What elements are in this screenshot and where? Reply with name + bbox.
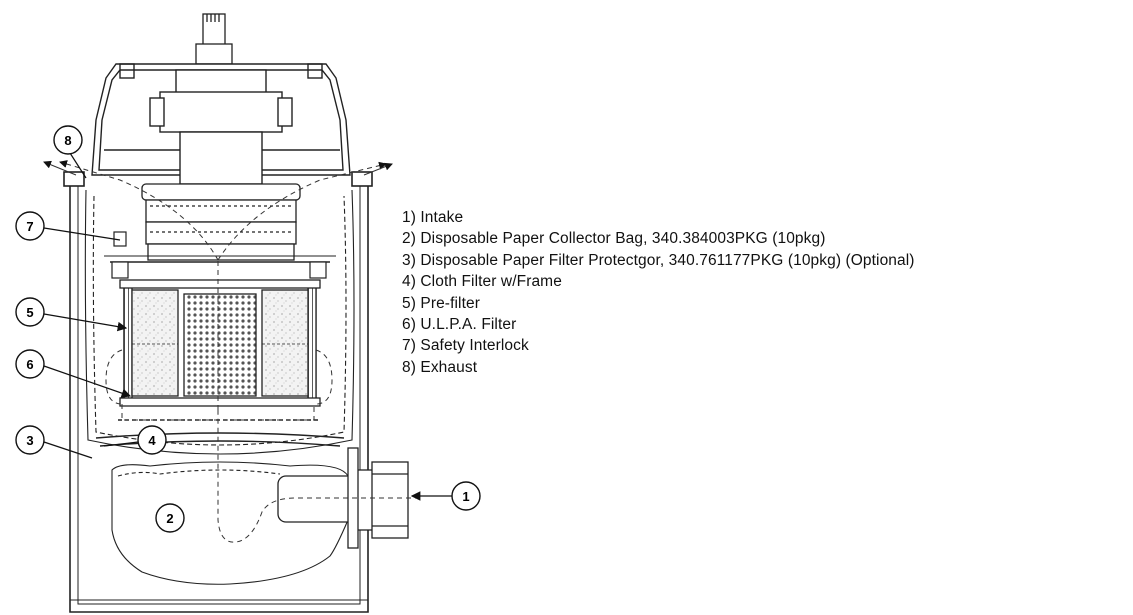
callout-7-label: 7 — [26, 219, 33, 234]
callout-4: 4 — [137, 425, 167, 455]
legend-item-pre-filter: 5) Pre-filter — [402, 294, 480, 312]
callout-1-label: 1 — [462, 489, 469, 504]
callout-6-label: 6 — [26, 357, 33, 372]
airflow-paths — [59, 160, 420, 543]
inner-liner — [84, 189, 355, 455]
callout-3-label: 3 — [26, 433, 33, 448]
motor-housing — [141, 183, 301, 261]
legend-item-ulpa-filter: 6) U.L.P.A. Filter — [402, 316, 517, 334]
callout-1: 1 — [451, 481, 481, 511]
filter-cartridge — [119, 279, 321, 407]
legend-item-intake: 1) Intake — [402, 209, 464, 226]
callout-6: 6 — [15, 349, 45, 379]
callout-3: 3 — [15, 425, 45, 455]
legend-item-safety-interlock: 7) Safety Interlock — [402, 337, 529, 355]
outer-canister — [63, 171, 373, 613]
callout-8-label: 8 — [64, 133, 71, 148]
top-stem — [195, 13, 233, 65]
callout-7: 7 — [15, 211, 45, 241]
legend-item-cloth-filter: 4) Cloth Filter w/Frame — [402, 273, 562, 291]
callout-4-label: 4 — [148, 433, 156, 448]
parts-legend: 1) Intake 2) Disposable Paper Collector … — [402, 207, 915, 378]
legend-item-collector-bag: 2) Disposable Paper Collector Bag, 340.3… — [402, 230, 826, 248]
legend-item-exhaust: 8) Exhaust — [402, 358, 478, 376]
legend-item-filter-protector: 3) Disposable Paper Filter Protectgor, 3… — [402, 251, 915, 269]
callout-2-label: 2 — [166, 511, 173, 526]
callout-5-label: 5 — [26, 305, 33, 320]
callout-5: 5 — [15, 297, 45, 327]
safety-interlock — [111, 231, 327, 279]
motor-head — [91, 63, 351, 185]
callout-8: 8 — [53, 125, 83, 155]
exhaust-arrows — [43, 160, 393, 176]
callout-2: 2 — [155, 503, 185, 533]
callout-leaders — [43, 152, 452, 501]
